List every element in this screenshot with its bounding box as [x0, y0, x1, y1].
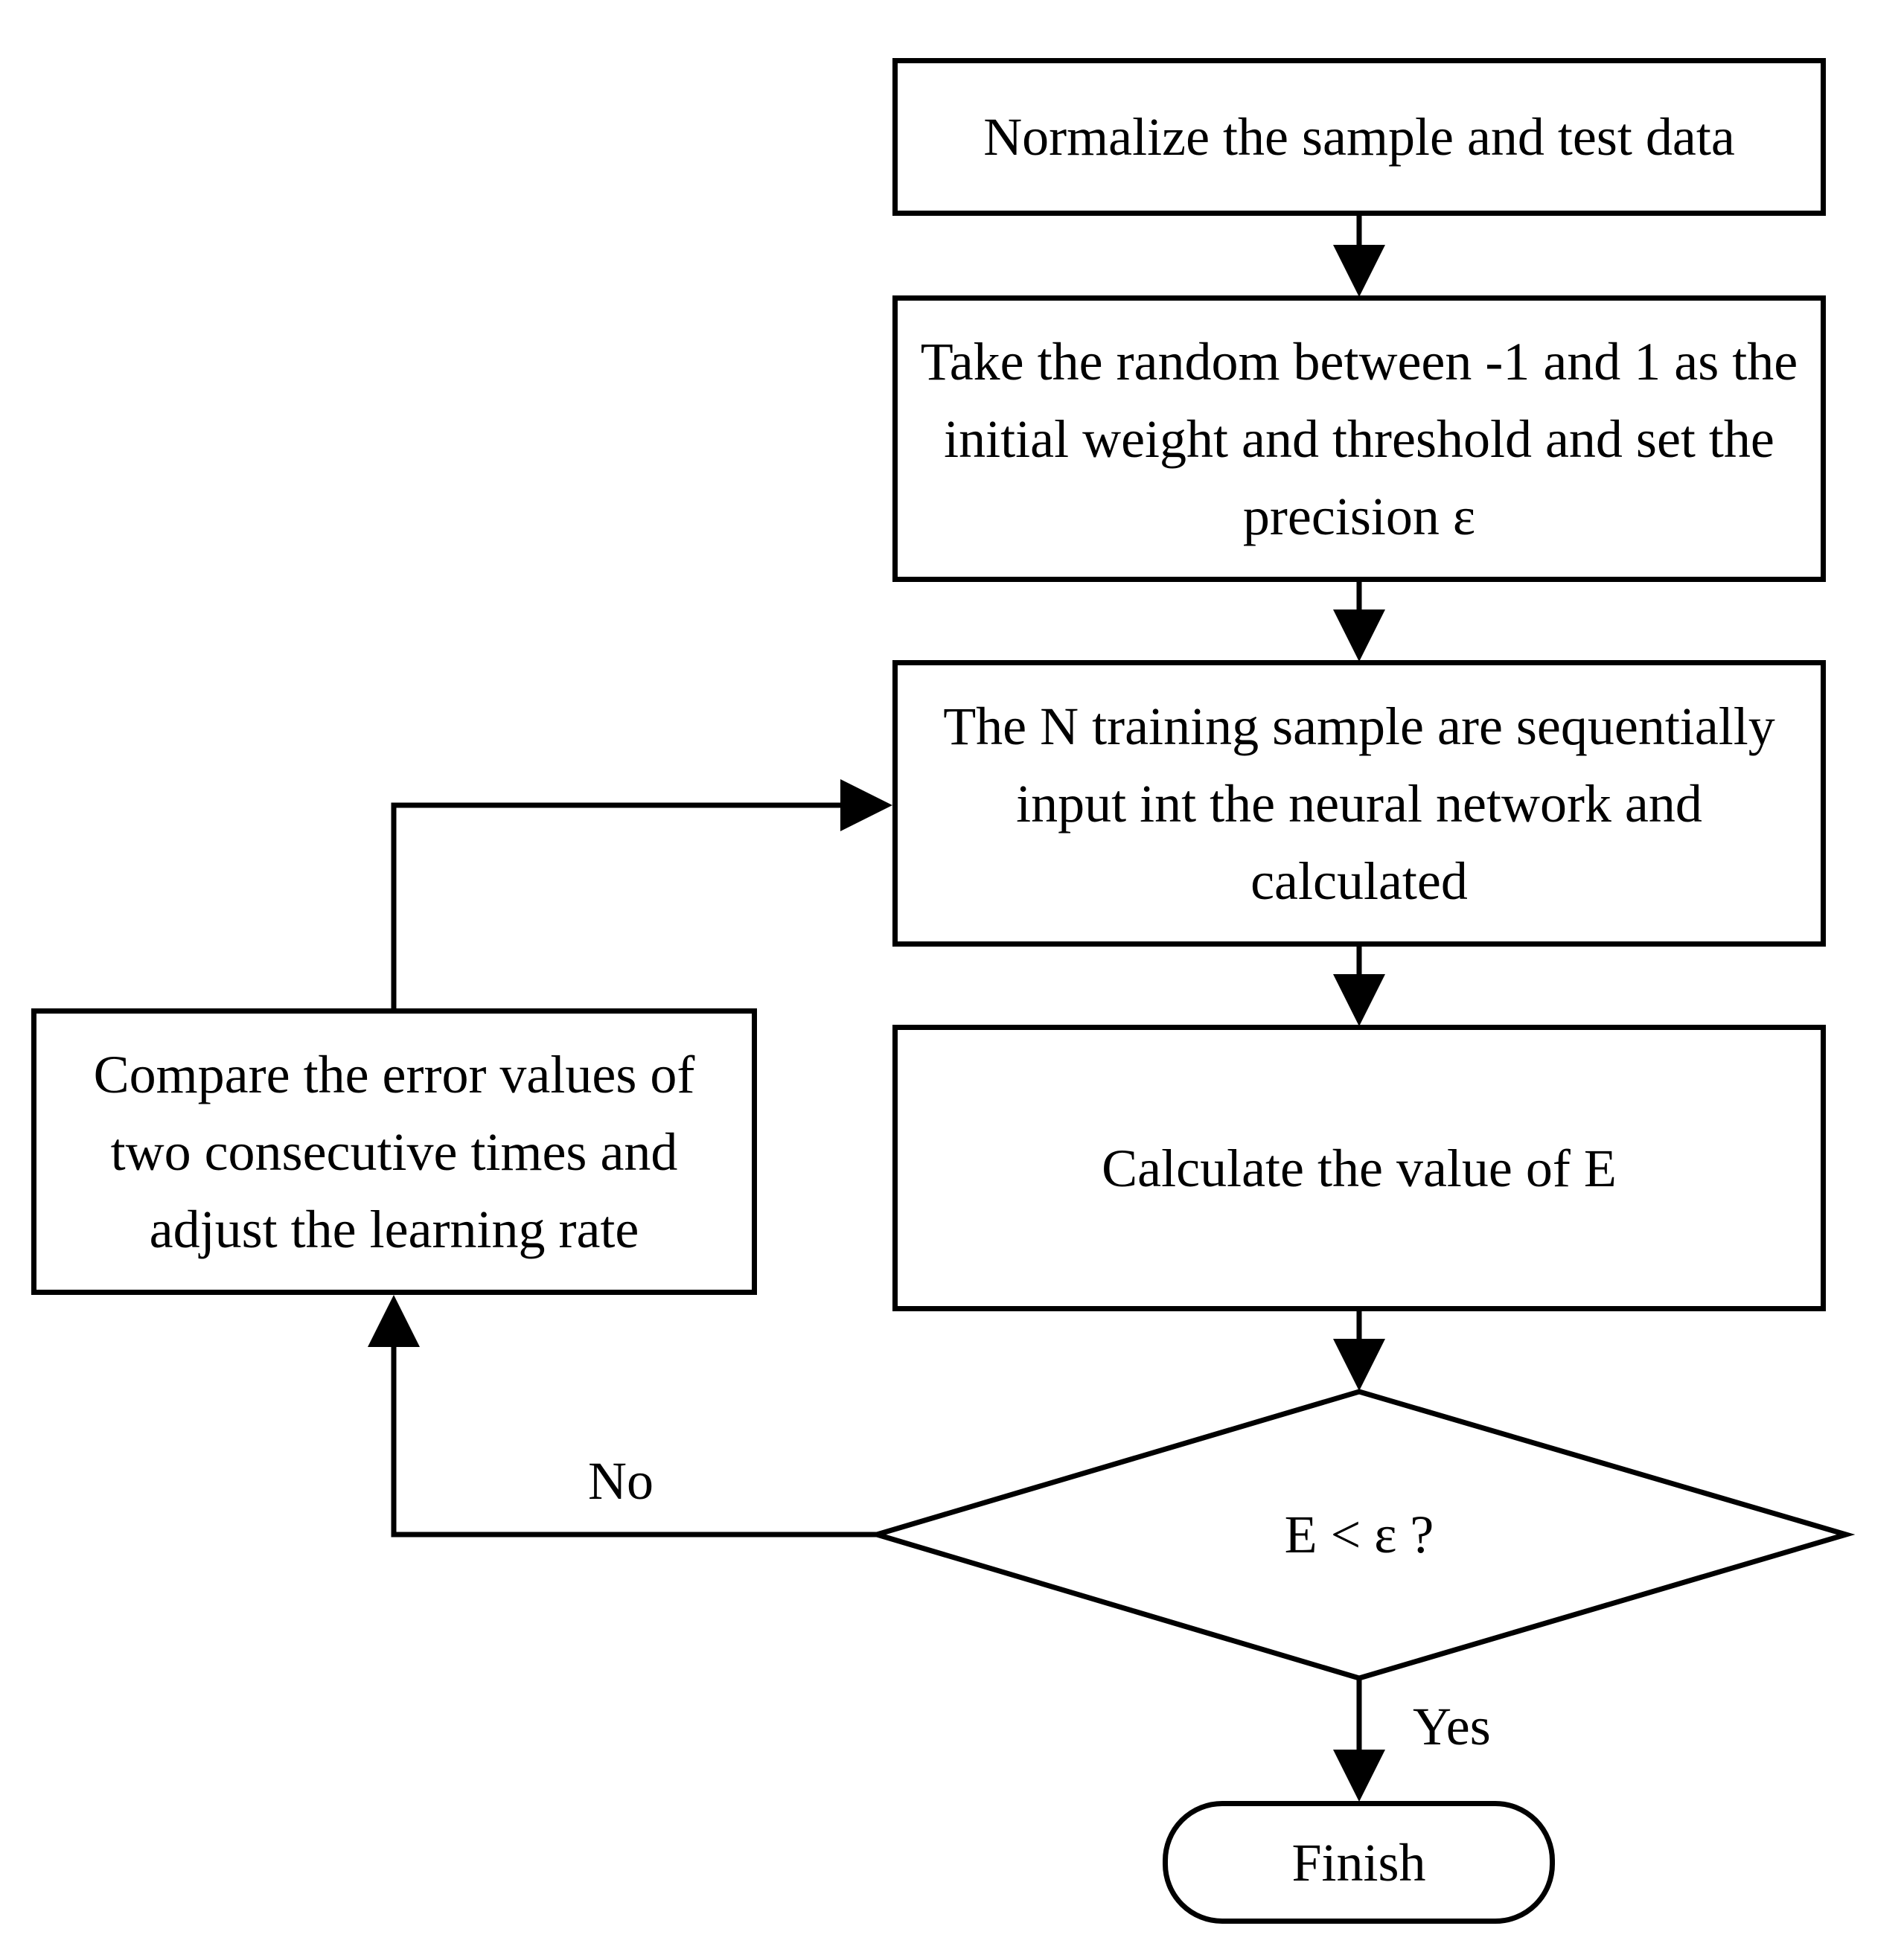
finish-terminal-text: Finish — [1291, 1832, 1426, 1892]
calc-e-step: Calculate the value of E — [892, 1025, 1826, 1311]
init-weights-step-text: Take the random between -1 and 1 as the … — [920, 331, 1798, 546]
train-input-step: The N training sample are sequentially i… — [892, 660, 1826, 947]
adjust-rate-step-text: Compare the error values of two consecut… — [93, 1044, 695, 1259]
decision-no-label: No — [588, 1451, 654, 1511]
finish-terminal: Finish — [1163, 1801, 1555, 1924]
decision-yes-label: Yes — [1413, 1697, 1491, 1756]
arrow-no-to-adjust — [368, 1295, 877, 1538]
normalize-step-text: Normalize the sample and test data — [983, 107, 1735, 167]
adjust-rate-step: Compare the error values of two consecut… — [31, 1008, 757, 1295]
calc-e-step-text: Calculate the value of E — [1102, 1138, 1617, 1198]
decision-condition: E < ε ? — [1284, 1505, 1434, 1564]
arrow-adjust-to-train — [391, 779, 892, 1008]
init-weights-step: Take the random between -1 and 1 as the … — [892, 295, 1826, 582]
train-input-step-text: The N training sample are sequentially i… — [943, 696, 1775, 911]
normalize-step: Normalize the sample and test data — [892, 58, 1826, 216]
